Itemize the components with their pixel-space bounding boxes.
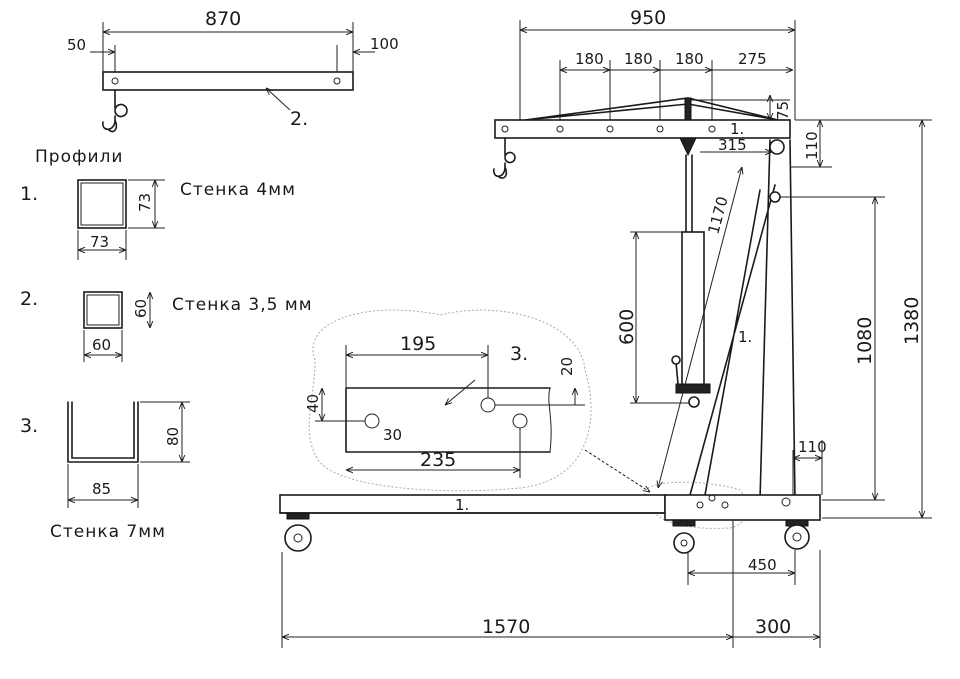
profile-3-height: 80 <box>164 427 182 446</box>
profile-2-height: 60 <box>132 299 150 318</box>
wheel-icon <box>284 512 312 552</box>
dim-50: 50 <box>67 36 86 54</box>
profile-1-height: 73 <box>136 193 154 212</box>
profile-1-width: 73 <box>90 233 109 251</box>
dim-100: 100 <box>370 35 399 53</box>
dim-180-3: 180 <box>675 50 704 68</box>
dim-950: 950 <box>630 7 666 29</box>
dim-180-1: 180 <box>575 50 604 68</box>
dim-1080: 1080 <box>854 317 876 365</box>
dim-315: 315 <box>718 136 747 154</box>
mast-label: 1. <box>738 328 752 346</box>
dim-600: 600 <box>616 309 638 345</box>
profile-3-num: 3. <box>20 415 38 437</box>
dim-20: 20 <box>558 357 576 376</box>
dim-110-base: 110 <box>798 438 827 456</box>
dim-180-2: 180 <box>624 50 653 68</box>
profile-3-width: 85 <box>92 480 111 498</box>
dim-195: 195 <box>400 333 436 355</box>
dim-870: 870 <box>205 8 241 30</box>
beam-2-drawing: 870 50 100 2. <box>67 8 399 133</box>
dim-275: 275 <box>738 50 767 68</box>
profiles-title: Профили <box>35 147 123 167</box>
hook-icon <box>102 89 128 133</box>
dim-1380: 1380 <box>901 297 923 345</box>
hook-icon <box>493 137 516 179</box>
dim-75: 75 <box>774 101 792 120</box>
dim-300: 300 <box>755 616 791 638</box>
dim-450: 450 <box>748 556 777 574</box>
beam-2-label: 2. <box>290 108 308 130</box>
dim-1570: 1570 <box>482 616 530 638</box>
profile-2-wall: Стенка 3,5 мм <box>172 295 313 315</box>
dim-1170: 1170 <box>704 194 731 236</box>
dim-110-top: 110 <box>803 131 821 160</box>
profile-1-wall: Стенка 4мм <box>180 180 296 200</box>
detail-3-drawing: 195 3. 235 40 20 30 <box>304 309 650 492</box>
profiles-section: Профили 1. 73 73 Стенка 4мм 2. 60 60 Сте… <box>20 147 313 542</box>
boom-label: 1. <box>730 120 744 138</box>
wheel-icon <box>784 519 810 550</box>
wheel-icon <box>672 519 696 554</box>
dim-235: 235 <box>420 449 456 471</box>
profile-2-width: 60 <box>92 336 111 354</box>
profile-2-num: 2. <box>20 288 38 310</box>
dim-30: 30 <box>383 426 402 444</box>
crane-drawing: 950 180 180 180 275 75 1. 315 110 <box>279 7 932 648</box>
dim-40: 40 <box>304 394 322 413</box>
base-label: 1. <box>455 496 469 514</box>
detail-3-label: 3. <box>510 343 528 365</box>
profile-3-wall: Стенка 7мм <box>50 522 166 542</box>
profile-1-num: 1. <box>20 183 38 205</box>
